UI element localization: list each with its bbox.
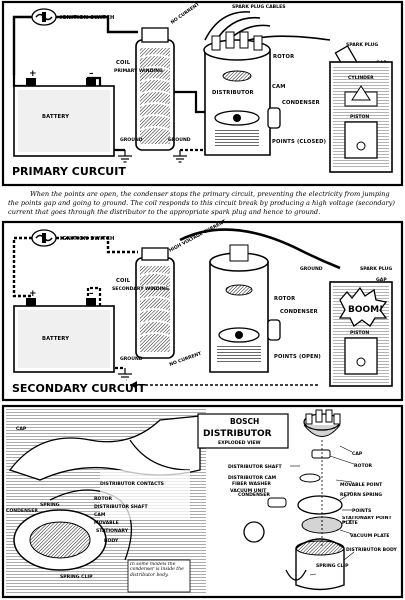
primary-panel: IGNITION SWITCH + – BATTERY COIL PRIMARY…	[1, 0, 404, 187]
battery-icon	[13, 78, 115, 157]
cap-label: CAP	[352, 451, 363, 457]
gap-label-2: GAP	[376, 277, 387, 283]
battery-label: BATTERY	[42, 114, 69, 120]
secondary-panel: IGNITION SWITCH HIGH VOLTAGE CURRENT + –…	[1, 218, 404, 402]
ground-icon-2	[173, 150, 187, 163]
movable-point-label: MOVABLE POINT	[340, 482, 383, 488]
left-rotor: ROTOR	[94, 496, 112, 502]
points-open-label: POINTS (OPEN)	[274, 354, 321, 360]
points-closed-label: POINTS (CLOSED)	[272, 139, 326, 145]
caption-line-3: current that goes through the distributo…	[8, 208, 320, 216]
spark-cables	[204, 11, 331, 47]
boom-burst	[338, 286, 388, 327]
points-label: POINTS	[352, 508, 371, 514]
vacuum-unit-label: VACUUM UNIT	[230, 488, 267, 494]
bosch-title: BOSCH	[230, 417, 259, 426]
ground-label-1: GROUND	[120, 137, 143, 143]
ground-icon-1	[118, 150, 132, 163]
rotor-label-2: ROTOR	[274, 296, 295, 302]
distributor-label: DISTRIBUTOR	[212, 90, 254, 96]
battery-icon-2	[13, 298, 115, 373]
spring-clip-label: SPRING CLIP	[316, 563, 349, 569]
rotor-part	[311, 449, 331, 459]
distributor-shaft-label: DISTRIBUTOR SHAFT	[228, 464, 282, 470]
distributor-body-label: DISTRIBUTOR BODY	[346, 547, 398, 553]
primary-winding-label: PRIMARY WINDING	[114, 68, 163, 74]
battery-plus: +	[29, 69, 37, 79]
left-condenser: CONDENSER	[6, 508, 38, 514]
bosch-subtitle: EXPLODED VIEW	[218, 440, 261, 446]
rotor-label: ROTOR	[273, 54, 294, 60]
condenser-label-2: CONDENSER	[280, 309, 318, 315]
condenser-label: CONDENSER	[282, 100, 320, 106]
ignition-switch-icon-2	[31, 229, 57, 247]
spark-plug-label: SPARK PLUG	[346, 42, 378, 48]
caption-line-2: the points gap and going to ground. The …	[8, 199, 395, 207]
left-cam: CAM	[94, 512, 106, 518]
left-distributor-shaft: DISTRIBUTOR SHAFT	[94, 504, 148, 510]
condenser-icon	[267, 107, 281, 129]
coil-icon-2	[135, 247, 175, 359]
note-box	[127, 559, 191, 593]
bosch-title-2: DISTRIBUTOR	[203, 429, 272, 439]
left-movable: MOVABLE	[94, 520, 119, 526]
fiber-washer-label: FIBER WASHER	[232, 481, 271, 487]
ground-label-2: GROUND	[168, 137, 191, 143]
battery-plus-2: +	[29, 289, 37, 299]
leader-lines	[290, 445, 355, 576]
vacuum-plate-label: VACUUM PLATE	[350, 533, 390, 539]
battery-label-2: BATTERY	[42, 336, 69, 342]
wire-switch-coil	[56, 15, 138, 34]
left-cap: CAP	[16, 426, 27, 432]
ignition-switch-icon	[31, 8, 57, 26]
distributor-cam-label: DISTRIBUTOR CAM	[228, 475, 277, 481]
left-spring: SPRING	[40, 502, 60, 508]
caption: When the points are open, the condenser …	[8, 190, 395, 216]
secondary-winding-label: SECONDARY WINDING	[112, 286, 169, 292]
ground-top-label: GROUND	[300, 266, 323, 272]
coil-icon	[135, 27, 175, 151]
left-body: BODY	[104, 538, 119, 544]
high-voltage-wire	[179, 228, 341, 270]
wire-switch-battery	[12, 15, 32, 75]
distributor-icon-2	[209, 244, 269, 373]
return-spring-label: RETURN SPRING	[340, 492, 382, 498]
arrow-left-icon	[130, 381, 137, 389]
battery-minus-2: –	[89, 289, 94, 299]
condenser-label-3: CONDENSER	[238, 492, 270, 498]
condenser-part	[267, 497, 287, 508]
distributor-icon	[203, 31, 271, 156]
vacuum-unit-part	[243, 521, 265, 543]
primary-title: PRIMARY CURCUIT	[12, 165, 126, 178]
coil-label: COIL	[116, 60, 131, 66]
battery-minus: –	[89, 69, 94, 79]
left-distributor-contacts: DISTRIBUTOR CONTACTS	[100, 481, 164, 487]
exploded-parts	[243, 409, 345, 591]
cylinder-icon	[329, 61, 393, 173]
ground-label-3: GROUND	[120, 356, 143, 362]
boom-text: BOOM!	[348, 305, 383, 315]
left-stationary: STATIONARY	[96, 528, 129, 534]
spark-cables-label: SPARK PLUG CABLES	[232, 4, 286, 10]
bosch-panel: DISTRIBUTOR CONTACTS ROTOR CONDENSER SPR…	[1, 404, 404, 599]
wire-coil-distributor	[168, 90, 212, 114]
rotor-label-3: ROTOR	[354, 463, 372, 469]
left-spring-clip: SPRING CLIP	[60, 574, 93, 580]
cylinder-label: CYLINDER	[348, 75, 374, 81]
note-text: In some models the condenser is inside t…	[130, 562, 184, 578]
spring-clip-part	[285, 569, 307, 581]
condenser-icon-2	[267, 319, 281, 341]
caption-line-1: When the points are open, the condenser …	[30, 190, 390, 198]
coil-label-2: COIL	[116, 278, 131, 284]
stationary-point-plate-label: STATIONARY POINT PLATE	[342, 516, 392, 527]
piston-label: PISTON	[350, 114, 369, 120]
piston-label-2: PISTON	[350, 330, 369, 336]
bosch-title-block	[197, 413, 289, 449]
spark-plug-label-2: SPARK PLUG	[360, 266, 392, 272]
cam-label: CAM	[272, 84, 286, 90]
secondary-title: SECONDARY CURCUIT	[12, 382, 146, 395]
